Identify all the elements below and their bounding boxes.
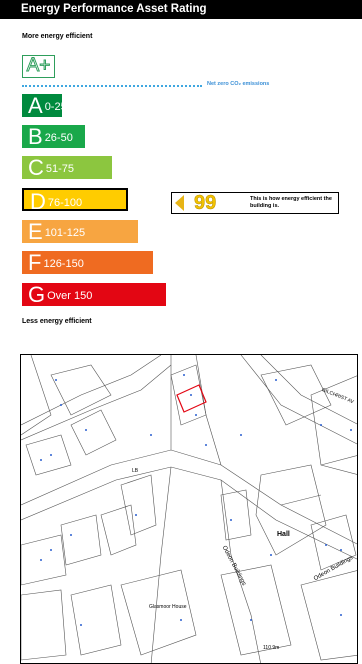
map-label-spot-height: 110.9m (263, 645, 280, 651)
band-letter: A (28, 93, 43, 118)
site-map: Hall Odeon Buildings Odeon Buildings Gla… (20, 354, 358, 664)
band-letter: D (30, 189, 46, 214)
band-range: Over 150 (47, 290, 93, 302)
rating-arrow-icon (175, 195, 184, 211)
map-linework (21, 355, 357, 663)
net-zero-label: Net zero CO₂ emissions (207, 81, 270, 87)
map-label-glasmoor: Glasmoor House (149, 604, 187, 610)
map-label-lb: LB (132, 468, 139, 474)
band-letter: C (28, 155, 44, 180)
band-letter: E (28, 219, 43, 244)
band-range: 76-100 (47, 197, 83, 209)
band-range: 26-50 (44, 132, 73, 144)
map-label-hall: Hall (277, 531, 290, 538)
band-range: 0-25 (44, 101, 67, 113)
band-letter: F (28, 250, 42, 275)
band-letter: G (28, 282, 46, 307)
less-efficient-label: Less energy efficient (22, 318, 92, 325)
page-title: Energy Performance Asset Rating (0, 0, 362, 19)
rating-description: This is how energy efficient the buildin… (250, 196, 332, 209)
band-range: 101-125 (44, 227, 86, 239)
site-boundary (176, 384, 207, 413)
band-range: 51-75 (45, 163, 75, 175)
band-range: 126-150 (43, 258, 84, 270)
rating-marker: 99 This is how energy efficient the buil… (171, 192, 339, 214)
more-efficient-label: More energy efficient (22, 33, 93, 40)
rating-score: 99 (194, 192, 217, 215)
aplus-rating-box: A+ (22, 55, 55, 78)
band-letter: B (28, 124, 43, 149)
net-zero-line (22, 85, 202, 87)
